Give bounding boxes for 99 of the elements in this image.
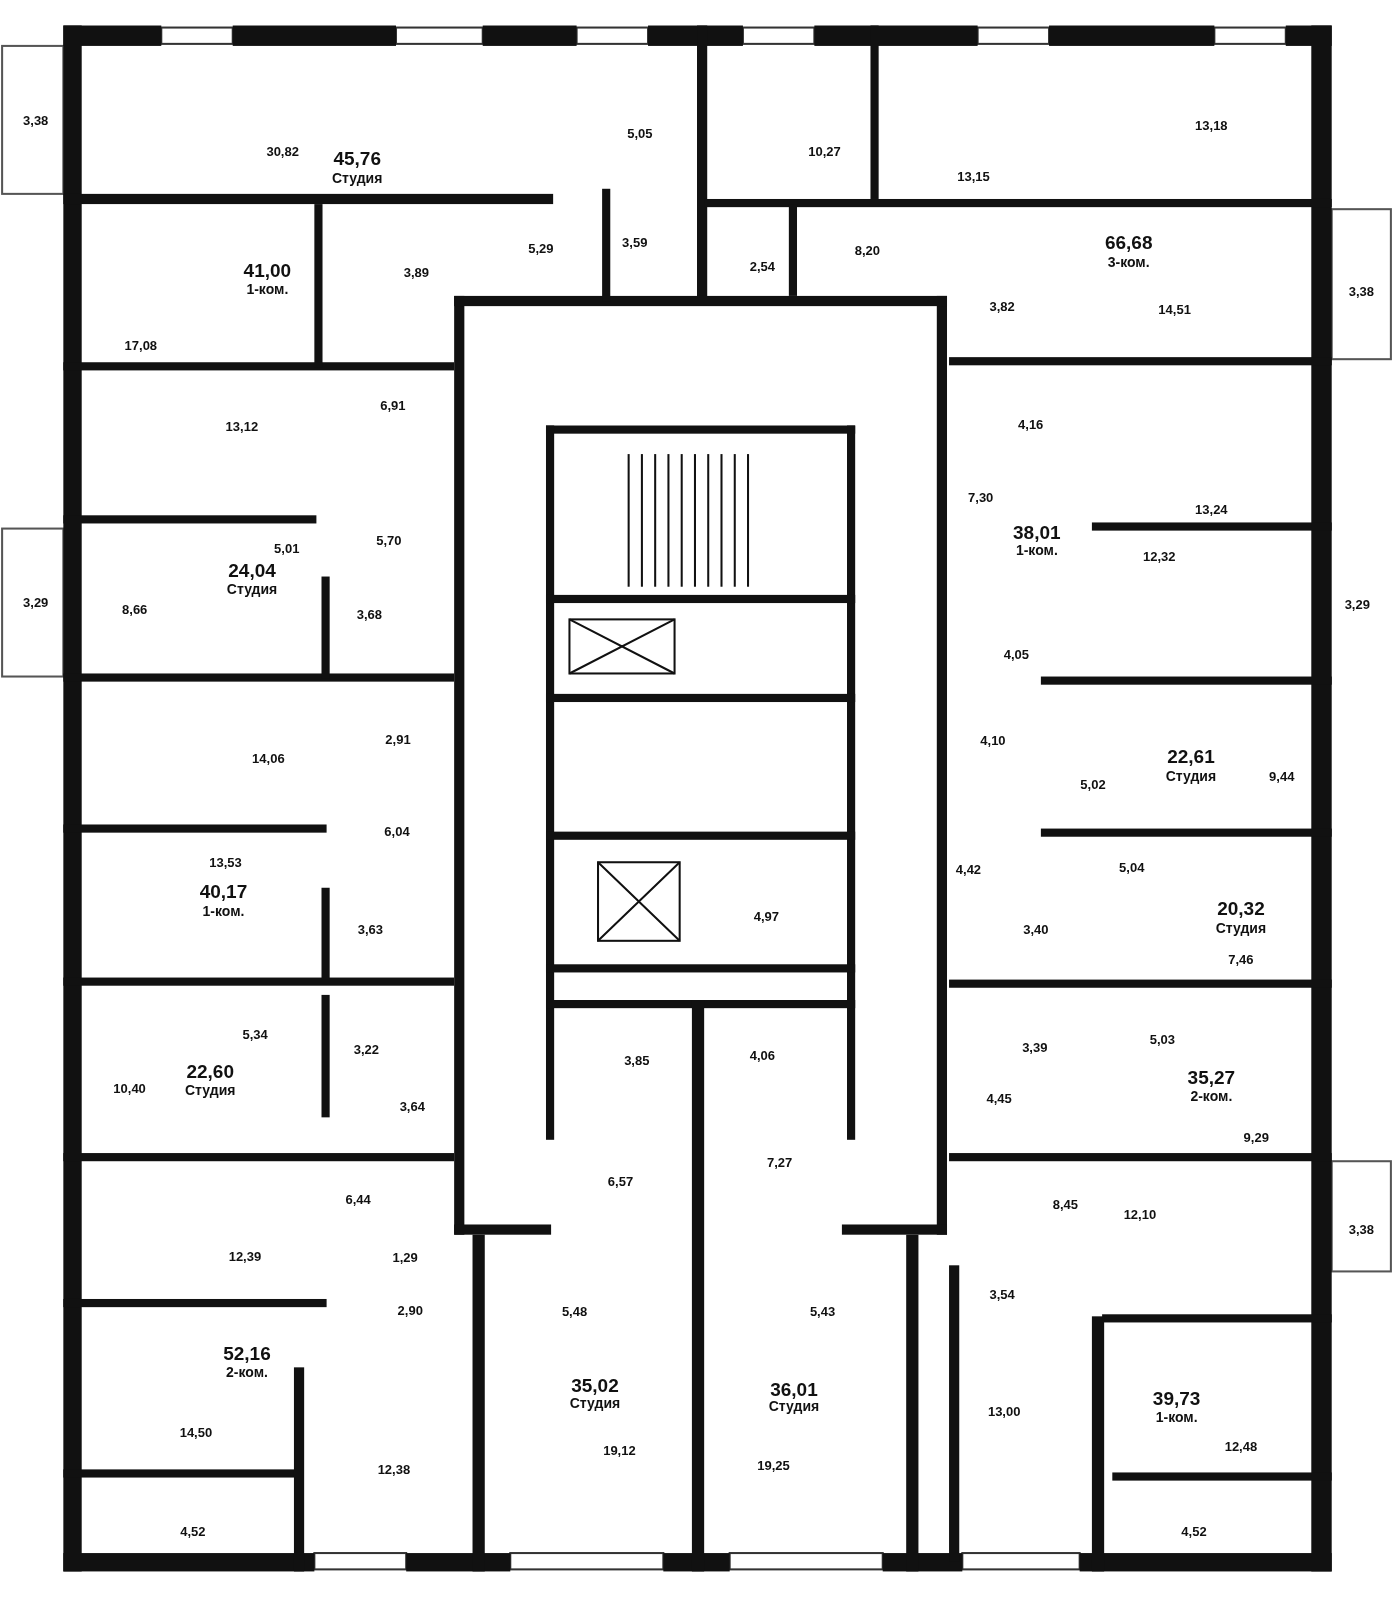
apartment-type: 2-ком. — [226, 1364, 268, 1379]
room-area: 19,25 — [757, 1458, 790, 1472]
apartment-area: 45,76 — [333, 148, 381, 168]
room-area: 3,29 — [23, 595, 49, 609]
room-area: 17,08 — [124, 338, 158, 352]
apartment-area: 35,27 — [1187, 1067, 1236, 1087]
room-area: 7,27 — [767, 1155, 793, 1169]
apartment-type: 2-ком. — [1190, 1089, 1233, 1103]
room-area: 3,85 — [624, 1053, 650, 1067]
room-area: 3,29 — [1344, 597, 1370, 611]
room-area: 13,15 — [957, 169, 990, 182]
apartment-type: 1-ком. — [1015, 543, 1058, 558]
room-area: 5,04 — [1119, 860, 1145, 874]
apartment-area: 66,68 — [1104, 232, 1153, 252]
apartment-type: 1-ком. — [1155, 1410, 1198, 1425]
room-area: 9,29 — [1243, 1130, 1269, 1144]
room-area: 6,44 — [345, 1192, 371, 1206]
room-area: 3,40 — [1023, 922, 1049, 936]
apartment-area: 22,61 — [1167, 746, 1215, 766]
room-area: 3,38 — [1348, 1222, 1374, 1236]
apartment-area: 40,17 — [199, 881, 248, 901]
room-area: 30,82 — [266, 144, 299, 158]
room-area: 10,27 — [808, 144, 841, 158]
room-area: 5,70 — [376, 533, 402, 547]
room-area: 4,10 — [980, 733, 1006, 747]
room-area: 5,34 — [242, 1027, 268, 1041]
apartment-area: 41,00 — [243, 260, 292, 280]
room-area: 13,00 — [987, 1404, 1021, 1418]
apartment-type: Студия — [1215, 920, 1267, 935]
room-area: 19,12 — [603, 1443, 636, 1457]
room-area: 2,90 — [397, 1303, 423, 1317]
room-area: 6,04 — [384, 824, 410, 838]
room-area: 3,54 — [989, 1287, 1015, 1301]
room-area: 13,24 — [1195, 502, 1228, 516]
apartment-type: Студия — [1165, 768, 1217, 783]
room-area: 2,91 — [385, 732, 411, 746]
room-area: 3,38 — [23, 113, 49, 127]
apartment-area: 20,32 — [1217, 898, 1265, 918]
room-area: 14,50 — [179, 1425, 213, 1439]
room-area: 5,29 — [528, 241, 554, 255]
room-area: 4,52 — [180, 1524, 206, 1538]
room-area: 7,46 — [1228, 952, 1254, 966]
room-area: 13,12 — [225, 419, 259, 433]
room-area: 14,06 — [252, 751, 285, 765]
room-area: 6,57 — [607, 1174, 634, 1188]
room-area: 7,30 — [968, 490, 994, 504]
room-area: 13,18 — [1195, 118, 1228, 131]
room-area: 6,91 — [380, 398, 406, 412]
room-area: 8,66 — [122, 602, 148, 616]
room-area: 14,51 — [1158, 302, 1191, 316]
room-area: 3,63 — [357, 922, 384, 936]
room-area: 5,02 — [1080, 777, 1106, 791]
apartment-area: 38,01 — [1013, 522, 1061, 542]
room-area: 3,22 — [353, 1042, 379, 1056]
room-area: 13,53 — [209, 855, 242, 869]
room-area: 3,82 — [989, 299, 1015, 313]
room-area: 10,40 — [113, 1081, 146, 1095]
apartment-type: 3-ком. — [1107, 255, 1150, 270]
room-area: 12,32 — [1143, 549, 1176, 563]
apartment-type: Студия — [185, 1082, 236, 1097]
room-area: 4,97 — [753, 909, 780, 923]
room-area: 5,05 — [627, 126, 653, 140]
apartment-type: 1-ком. — [202, 904, 245, 919]
apartment-area: 35,02 — [571, 1375, 619, 1395]
apartment-area: 22,60 — [186, 1061, 234, 1080]
apartment-type: 1-ком. — [246, 281, 289, 296]
room-area: 3,89 — [403, 265, 429, 279]
apartment-type: Студия — [768, 1399, 820, 1414]
room-area: 5,43 — [809, 1304, 836, 1318]
room-area: 8,20 — [854, 243, 881, 257]
room-area: 4,16 — [1018, 417, 1044, 430]
room-area: 8,45 — [1052, 1197, 1079, 1211]
room-area: 12,38 — [377, 1462, 411, 1475]
room-area: 5,01 — [274, 541, 300, 555]
room-area: 3,38 — [1348, 284, 1374, 298]
room-area: 3,59 — [622, 235, 648, 249]
apartment-type: Студия — [331, 170, 383, 185]
room-area: 2,54 — [749, 259, 775, 273]
room-area: 3,39 — [1022, 1040, 1048, 1054]
room-area: 5,48 — [561, 1304, 588, 1318]
apartment-area: 52,16 — [223, 1343, 271, 1363]
room-area: 4,05 — [1003, 647, 1030, 661]
room-area: 3,68 — [356, 607, 383, 621]
apartment-type: Студия — [226, 581, 278, 596]
room-area: 4,42 — [955, 862, 982, 876]
apartment-area: 39,73 — [1152, 1388, 1201, 1408]
room-area: 5,03 — [1149, 1032, 1175, 1046]
room-area: 4,45 — [986, 1091, 1012, 1105]
room-area: 12,48 — [1224, 1439, 1258, 1453]
apartment-area: 36,01 — [770, 1379, 818, 1399]
apartment-area: 24,04 — [228, 560, 276, 580]
room-area: 12,10 — [1123, 1207, 1157, 1221]
room-area: 12,39 — [228, 1249, 262, 1263]
room-area: 4,06 — [749, 1048, 775, 1062]
room-area: 4,52 — [1181, 1524, 1207, 1538]
room-area: 9,44 — [1269, 769, 1295, 783]
room-area: 3,64 — [399, 1099, 425, 1113]
apartment-type: Студия — [569, 1396, 621, 1411]
room-area: 1,29 — [392, 1250, 418, 1264]
